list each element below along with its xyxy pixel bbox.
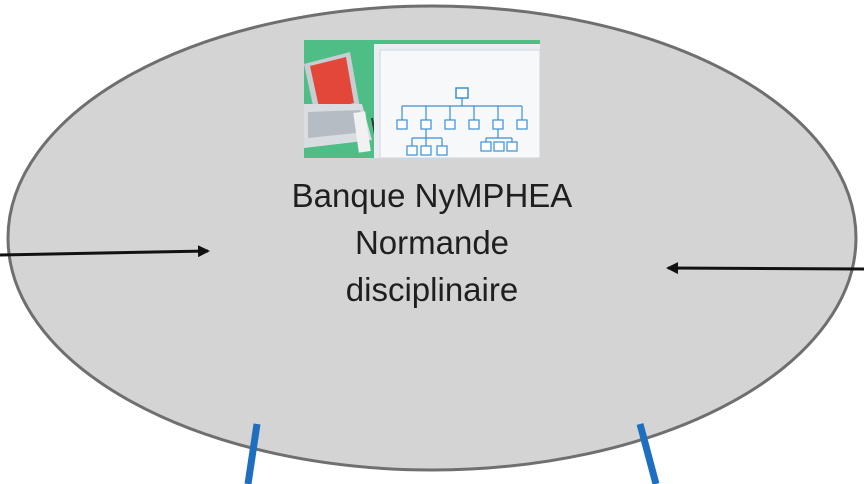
central-node-ellipse (6, 4, 858, 472)
bottom-left-connector (244, 423, 261, 484)
org-chart-thumbnail (304, 40, 541, 159)
node-label-line-3: disciplinaire (345, 271, 519, 308)
left-incoming-arrow (0, 245, 210, 258)
node-label-line-2: Normande (354, 224, 510, 261)
central-node-label: Banque NyMPHEA Normande disciplinaire (232, 172, 632, 313)
org-chart-board (374, 44, 541, 159)
node-label-line-1: Banque NyMPHEA (291, 177, 573, 214)
right-incoming-arrow (666, 262, 864, 275)
bottom-right-connector (636, 423, 660, 484)
